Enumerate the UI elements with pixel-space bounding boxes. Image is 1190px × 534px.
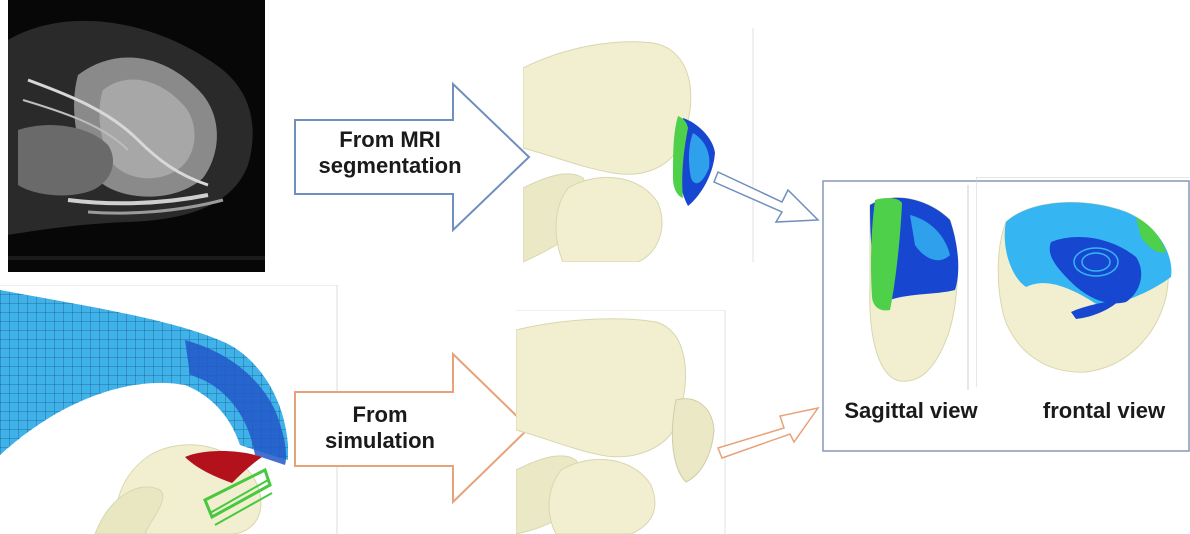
mri-arrow-label: From MRI segmentation — [300, 127, 480, 180]
simulation-arrow-line1: From — [300, 402, 460, 428]
simulation-arrow-line2: simulation — [300, 428, 460, 454]
frontal-view-label: frontal view — [1024, 398, 1184, 424]
sagittal-view-label: Sagittal view — [826, 398, 996, 424]
simulation-mesh-image — [0, 285, 338, 534]
knee-mri-model — [523, 28, 755, 262]
mri-arrow-line1: From MRI — [300, 127, 480, 153]
mri-image — [8, 0, 265, 272]
mri-to-result-arrow — [712, 152, 822, 226]
mri-arrow-line2: segmentation — [300, 153, 480, 179]
simulation-arrow-label: From simulation — [300, 402, 460, 455]
sagittal-view-image — [840, 185, 970, 390]
simulation-to-result-arrow — [712, 400, 822, 470]
knee-simulation-model — [516, 310, 726, 534]
frontal-view-image — [976, 177, 1190, 387]
